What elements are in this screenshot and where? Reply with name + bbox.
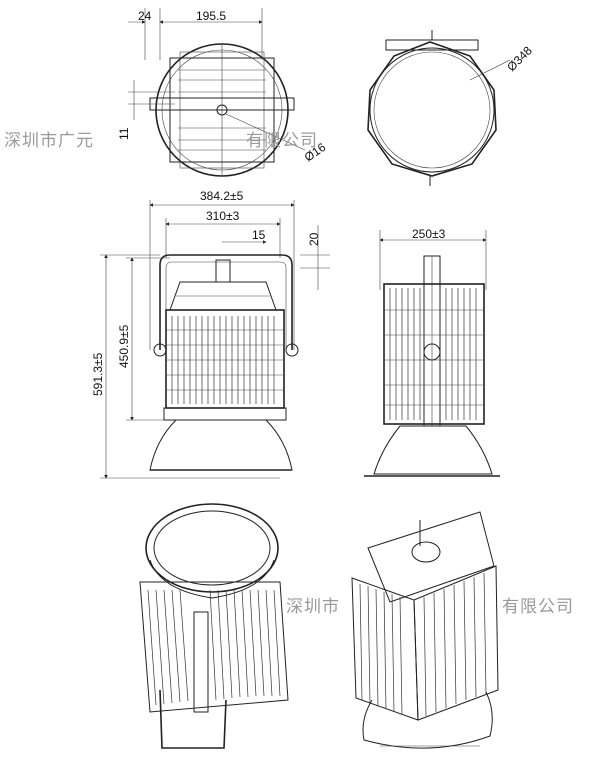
round-view — [367, 30, 511, 186]
dim-shaft-height: 20 — [307, 232, 321, 246]
dim-overall-height: 591.3±5 — [91, 352, 105, 396]
watermark-upper: 深圳市广元 — [4, 131, 94, 151]
front-fins — [166, 316, 284, 404]
iso-view-left — [139, 503, 289, 749]
watermark-lower-tail: 有限公司 — [502, 597, 574, 617]
dim-round-diameter: Ø348 — [504, 43, 535, 74]
watermark-upper-tail: 有限公司 — [246, 131, 318, 151]
side-view — [364, 230, 500, 477]
dim-side-width: 250±3 — [412, 227, 446, 241]
dim-shaft-width: 15 — [252, 228, 266, 242]
iso-view-right — [351, 511, 499, 749]
dim-top-width: 195.5 — [196, 9, 226, 23]
side-fins — [384, 288, 484, 420]
iso-right-fins — [359, 572, 487, 717]
dim-body-height: 450.9±5 — [117, 324, 131, 368]
dim-bracket-width: 310±3 — [206, 209, 240, 223]
dim-overall-width: 384.2±5 — [200, 189, 244, 203]
top-view — [128, 8, 306, 177]
dim-top-offset: 24 — [138, 9, 152, 23]
watermark-lower: 深圳市 — [286, 597, 340, 617]
dim-top-side: 11 — [117, 127, 131, 140]
iso-left-fins — [147, 589, 281, 706]
front-view — [100, 200, 330, 479]
